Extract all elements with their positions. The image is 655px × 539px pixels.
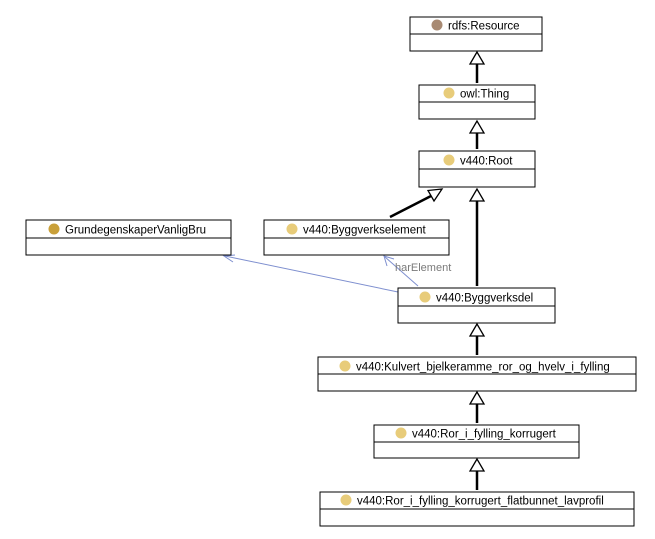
node-v440-kulvert[interactable]: v440:Kulvert_bjelkeramme_ror_og_hvelv_i_… [317, 356, 637, 392]
class-icon [443, 154, 455, 166]
edge-label-harelement: harElement [395, 262, 451, 274]
class-icon [395, 427, 407, 439]
class-icon [340, 494, 352, 506]
resource-class-icon [431, 19, 443, 31]
subclass-edge-owl-thing-to-rdfs-resource [468, 50, 486, 83]
subclass-edge-byggverksdel-to-root [468, 187, 486, 286]
node-label: v440:Byggverkselement [303, 225, 427, 237]
subclass-edge-ror-korrugert-to-kulvert [468, 390, 486, 423]
node-label: owl:Thing [460, 89, 509, 101]
class-icon [48, 223, 60, 235]
node-label: v440:Ror_i_fylling_korrugert [412, 429, 557, 441]
subclass-edge-kulvert-to-byggverksdel [468, 322, 486, 355]
property-edge-byggverksdel-to-grundegenskaper[interactable] [222, 254, 399, 293]
node-v440-root[interactable]: v440:Root [418, 150, 536, 188]
node-v440-ror-i-fylling-korrugert-flatbunnet-lavprofil[interactable]: v440:Ror_i_fylling_korrugert_flatbunnet_… [319, 491, 635, 527]
class-icon [443, 87, 455, 99]
subclass-edge-root-to-owl-thing [468, 119, 486, 149]
node-label: GrundegenskaperVanligBru [65, 225, 206, 237]
class-icon [286, 223, 298, 235]
node-v440-byggverksdel[interactable]: v440:Byggverksdel [397, 287, 556, 324]
subclass-edge-byggverkselement-to-root [389, 188, 444, 219]
node-rdfs-resource[interactable]: rdfs:Resource [409, 16, 543, 52]
class-icon [339, 360, 351, 372]
node-v440-byggverkselement[interactable]: v440:Byggverkselement [263, 219, 450, 256]
node-label: v440:Ror_i_fylling_korrugert_flatbunnet_… [357, 496, 604, 508]
node-v440-ror-i-fylling-korrugert[interactable]: v440:Ror_i_fylling_korrugert [373, 424, 580, 459]
class-icon [419, 291, 431, 303]
node-label: v440:Byggverksdel [436, 293, 533, 305]
node-grundegenskaper-vanlig-bru[interactable]: GrundegenskaperVanligBru [25, 219, 232, 256]
node-label: v440:Kulvert_bjelkeramme_ror_og_hvelv_i_… [356, 362, 610, 374]
property-edge-harelement[interactable] [383, 255, 419, 287]
node-label: rdfs:Resource [448, 21, 520, 33]
node-label: v440:Root [460, 156, 513, 168]
node-owl-thing[interactable]: owl:Thing [418, 84, 536, 120]
subclass-edge-ror-flatbunnet-to-ror-korrugert [468, 457, 486, 490]
